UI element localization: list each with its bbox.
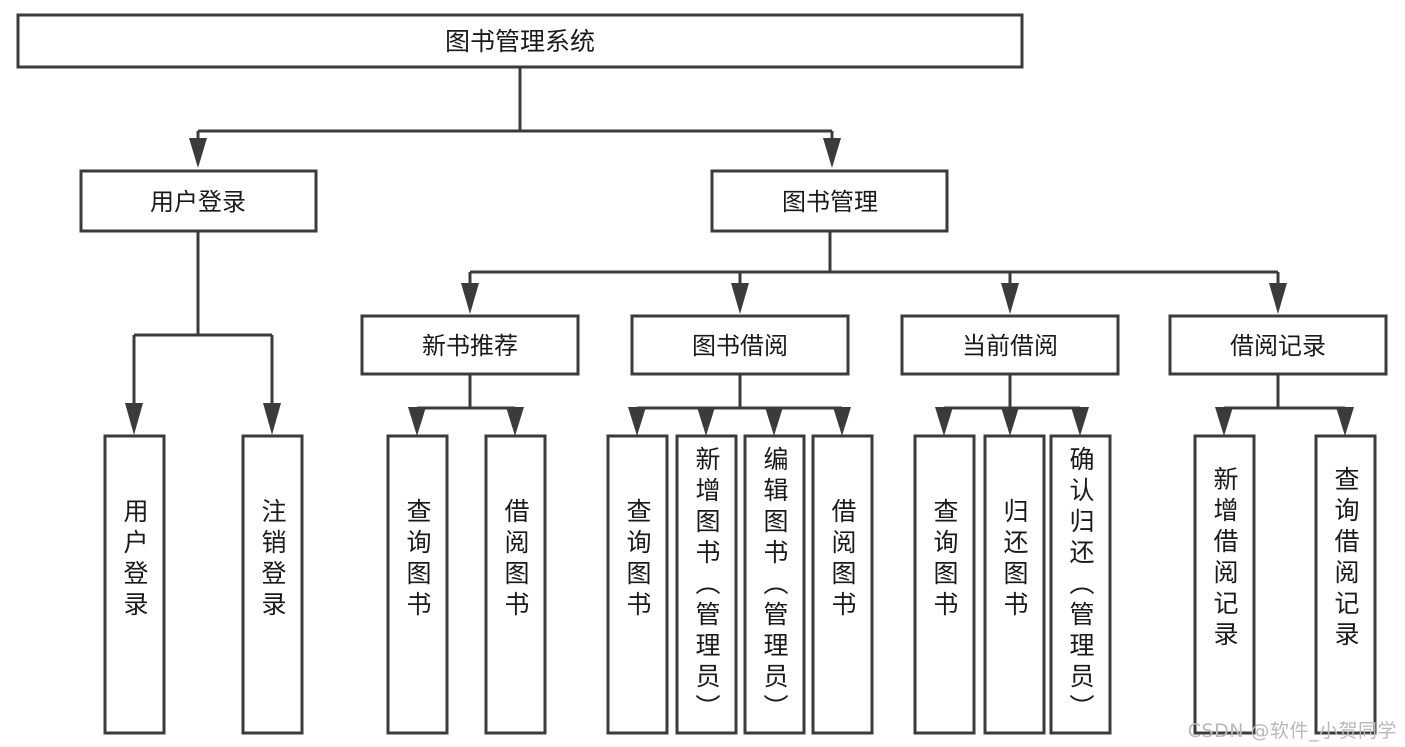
leaf-box[interactable]: [913, 434, 976, 735]
arrow-head-icon: [125, 403, 143, 435]
arrow-head-icon: [823, 138, 841, 168]
arrow-head-icon: [506, 407, 524, 436]
new-book-recommend-box[interactable]: [360, 314, 580, 376]
arrow-head-icon: [1269, 283, 1287, 314]
leaf-box[interactable]: [484, 434, 547, 735]
leaf-box[interactable]: [241, 434, 304, 735]
current-borrow-label: 当前借阅: [962, 332, 1058, 360]
leaf-box[interactable]: [811, 434, 874, 735]
book-management-box[interactable]: [710, 169, 949, 233]
node-book-borrow[interactable]: 图书借阅: [630, 314, 850, 376]
root-box[interactable]: [16, 13, 1024, 69]
node-root[interactable]: 图书管理系统: [16, 13, 1024, 69]
arrow-head-icon: [697, 407, 715, 436]
arrow-head-icon: [731, 283, 749, 314]
connector-user-login-to-leaves: [125, 231, 281, 435]
node-new-book-recommend[interactable]: 新书推荐: [360, 314, 580, 376]
connector-book-borrow-to-leaves: [628, 374, 851, 436]
node-current-borrow[interactable]: 当前借阅: [900, 314, 1120, 376]
watermark-text: CSDN @软件_小贺同学: [1187, 720, 1397, 742]
arrow-head-icon: [765, 407, 783, 436]
connector-book-management-to-level3: [461, 231, 1287, 314]
node-book-management[interactable]: 图书管理: [710, 169, 949, 233]
arrow-head-icon: [1001, 283, 1019, 314]
node-borrow-record[interactable]: 借阅记录: [1168, 314, 1388, 376]
connector-root-to-level2: [189, 67, 841, 168]
new-book-recommend-label: 新书推荐: [422, 332, 518, 360]
connector-borrow-record-to-leaves: [1215, 374, 1354, 436]
borrow-record-label: 借阅记录: [1230, 332, 1326, 360]
borrow-record-box[interactable]: [1168, 314, 1388, 376]
arrow-head-icon: [628, 407, 646, 436]
connector-new-book-recommend-to-leaves: [408, 374, 524, 436]
book-borrow-box[interactable]: [630, 314, 850, 376]
current-borrow-box[interactable]: [900, 314, 1120, 376]
leaf-box[interactable]: [675, 434, 738, 735]
leaf-box[interactable]: [1193, 434, 1256, 735]
arrow-head-icon: [1215, 407, 1233, 436]
arrow-head-icon: [833, 407, 851, 436]
leaf-box[interactable]: [386, 434, 449, 735]
leaf-box[interactable]: [1049, 434, 1112, 735]
book-borrow-label: 图书借阅: [692, 332, 788, 360]
arrow-head-icon: [1071, 407, 1089, 436]
arrow-head-icon: [461, 283, 479, 314]
leaf-box[interactable]: [983, 434, 1046, 735]
leaf-box[interactable]: [1314, 434, 1377, 735]
arrow-head-icon: [263, 403, 281, 435]
leaf-box[interactable]: [103, 434, 166, 735]
leaf-box[interactable]: [743, 434, 806, 735]
arrow-head-icon: [1336, 407, 1354, 436]
arrow-head-icon: [189, 138, 207, 168]
arrow-head-icon: [935, 407, 953, 436]
leaf-box[interactable]: [606, 434, 669, 735]
node-user-login[interactable]: 用户登录: [79, 169, 318, 233]
connector-current-borrow-to-leaves: [935, 374, 1089, 436]
arrow-head-icon: [1001, 407, 1019, 436]
book-management-label: 图书管理: [782, 188, 878, 216]
arrow-head-icon: [408, 407, 426, 436]
user-login-label: 用户登录: [150, 188, 246, 216]
root-label: 图书管理系统: [445, 27, 595, 56]
